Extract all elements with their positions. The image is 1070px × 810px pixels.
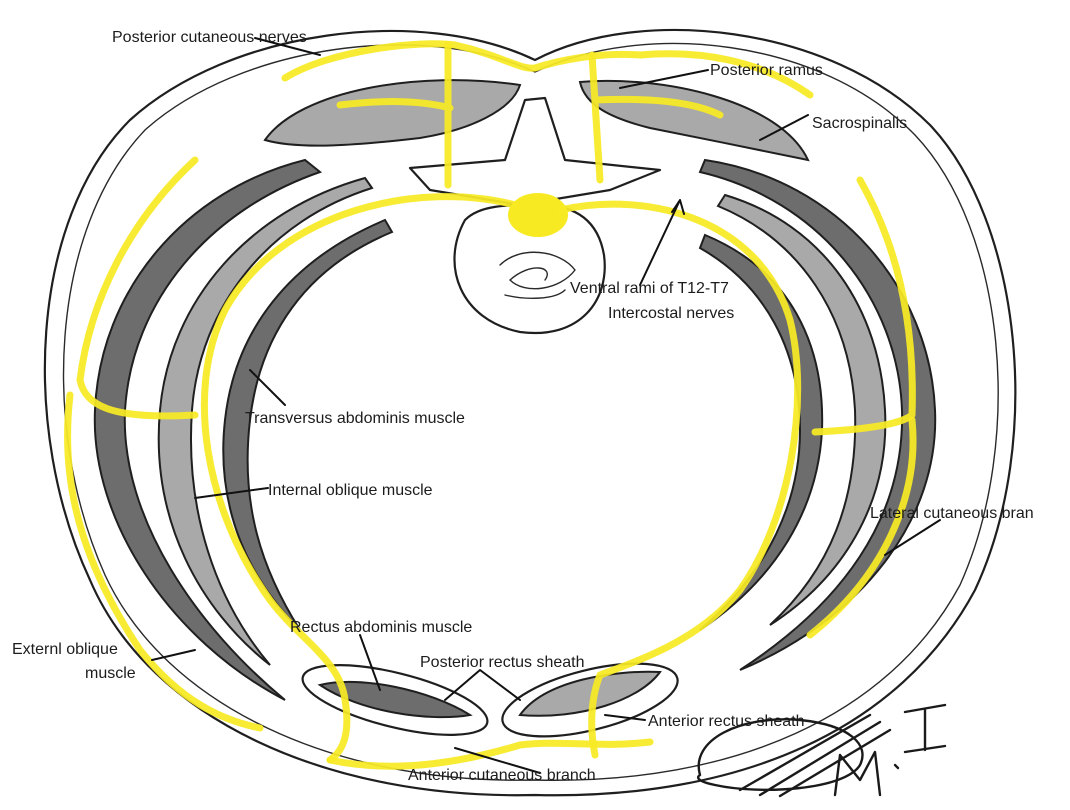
label-posterior-rectus-sheath: Posterior rectus sheath [420,654,585,671]
sacrospinalis-right [580,81,808,160]
label-intercostal-nerves: Intercostal nerves [608,305,734,322]
label-lateral-cutaneous: Lateral cutaneous bran [870,505,1034,522]
label-transversus-abdominis: Transversus abdominis muscle [245,410,465,427]
sacrospinalis-left [265,80,520,146]
label-external-oblique-line2: muscle [85,665,136,682]
label-internal-oblique: Internal oblique muscle [268,482,433,499]
label-sacrospinalis: Sacrospinalis [812,115,907,132]
vertebral-body-scribble [500,252,575,298]
label-anterior-cutaneous-branch: Anterior cutaneous branch [408,767,596,784]
label-posterior-cutaneous-nerves: Posterior cutaneous nerves [112,29,307,46]
label-external-oblique-line1: Externl oblique [12,641,118,658]
label-anterior-rectus-sheath: Anterior rectus sheath [648,713,805,730]
label-rectus-abdominis: Rectus abdominis muscle [290,619,472,636]
spinal-nerve-root [508,193,568,237]
label-ventral-rami: Ventral rami of T12-T7 [570,280,729,297]
nerve-anterior-cutaneous [330,742,650,766]
leader-posterior-rectus-sheath [445,670,520,700]
label-posterior-ramus: Posterior ramus [710,62,823,79]
